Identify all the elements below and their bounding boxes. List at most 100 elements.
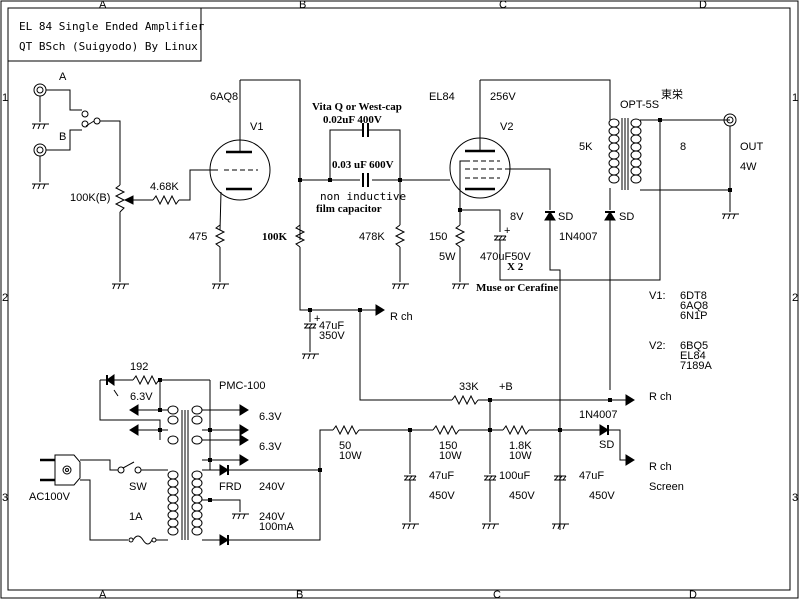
col-label-d-top: D: [699, 0, 707, 11]
volume-pot-label: 100K(B): [70, 192, 110, 204]
v1-cathode-resistor-label: 475: [189, 231, 207, 243]
led-resistor: [132, 374, 160, 386]
title-block: [7, 7, 202, 62]
ground-icon: [112, 283, 129, 290]
arrow-icon: [129, 404, 139, 416]
ground-icon: [402, 523, 419, 530]
coupling-cap-1-note: Vita Q or West-cap: [312, 101, 402, 113]
coupling-cap-1: [362, 123, 369, 137]
b-plus-rch-label: R ch: [649, 391, 672, 403]
ground-icon: [302, 353, 319, 360]
pilot-led: [106, 374, 119, 397]
filter-cap-2: [484, 430, 497, 522]
v1-plate-resistor: [294, 224, 306, 248]
decoupling-cap-label: 47uF: [319, 320, 344, 332]
fuse-label: 1A: [129, 511, 143, 523]
cathode-cap-qty: X 2: [507, 261, 524, 273]
cathode-cap: +: [494, 225, 510, 241]
heater-2-label: 6.3V: [259, 441, 282, 453]
filter-r1-power: 10W: [339, 450, 362, 462]
svg-text:+: +: [504, 225, 510, 237]
filter-resistor-1: [332, 424, 360, 436]
opt-model-label: OPT-5S: [620, 99, 659, 111]
v1-subs-label: V1:: [649, 290, 666, 302]
v2-sub-2: EL84: [680, 350, 706, 362]
grid-leak-resistor: [394, 224, 406, 248]
arrow-icon: [239, 454, 249, 466]
col-label-c-top: C: [499, 0, 507, 11]
jack-b-label: B: [59, 131, 66, 143]
filter-r2-power: 10W: [439, 450, 462, 462]
screen-diode-part: 1N4007: [559, 231, 598, 243]
fuse: [128, 535, 157, 545]
v2-sub-1: 6BQ5: [680, 340, 708, 352]
output-transformer: [608, 118, 642, 190]
ac-plug-label: AC100V: [29, 491, 71, 503]
grid-resistor-label: 4.68K: [150, 181, 179, 193]
v2-cathode-resistor: [454, 224, 466, 248]
screen-rch-label: R ch: [649, 461, 672, 473]
rectifier-diode-2: [219, 534, 229, 546]
cathode-cap-note: Muse or Cerafine: [476, 282, 558, 294]
b-plus-resistor: [451, 394, 479, 406]
power-switch[interactable]: [117, 461, 142, 474]
power-transformer: [167, 405, 203, 540]
b-plus-resistor-label: 33K: [459, 381, 479, 393]
coupling-cap-2: [360, 173, 372, 187]
coupling-cap-2-value: 0.03 uF 600V: [332, 159, 394, 171]
filter-c3-voltage: 450V: [589, 490, 615, 502]
plate-voltage-label: 256V: [490, 91, 516, 103]
jack-a-label: A: [59, 71, 67, 83]
rectifier-diode-1: [219, 464, 229, 476]
screen-label: Screen: [649, 481, 684, 493]
secondary-impedance-label: 8: [680, 141, 686, 153]
rectifier-label: FRD: [219, 481, 242, 493]
input-jack-a: [33, 83, 47, 122]
col-label-a-top: A: [99, 0, 107, 11]
filter-resistor-3: [502, 424, 530, 436]
arrow-icon: [375, 304, 385, 316]
volume-pot: [114, 184, 134, 282]
led-resistor-label: 192: [130, 361, 148, 373]
v1-tube: [209, 80, 271, 201]
ground-icon: [722, 213, 739, 220]
led-voltage-label: 6.3V: [130, 391, 153, 403]
v1-sub-2: 6AQ8: [680, 300, 708, 312]
hv-2-current: 100mA: [259, 521, 295, 533]
power-transformer-label: PMC-100: [219, 380, 265, 392]
output-jack[interactable]: [723, 113, 737, 127]
filter-r3-label: 1.8K: [509, 440, 532, 452]
title-line-1: EL 84 Single Ended Amplifier: [19, 20, 205, 33]
v1-ref-label: V1: [250, 121, 263, 133]
grid-resistor: [152, 194, 180, 206]
arrow-icon: [239, 424, 249, 436]
screen-diode: [544, 211, 556, 221]
filter-c1-voltage: 450V: [429, 490, 455, 502]
decoupling-rch-label: R ch: [390, 311, 413, 323]
cathode-cap-label: 470uF50V: [480, 251, 531, 263]
screen-supply-diode-label: SD: [599, 439, 614, 451]
v2-sub-3: 7189A: [680, 360, 712, 372]
ground-icon: [232, 513, 249, 520]
col-label-b-top: B: [299, 0, 306, 11]
col-label-b-bottom: B: [296, 589, 303, 600]
ground-icon: [552, 523, 569, 530]
ground-icon: [482, 523, 499, 530]
row-label-1-left: 1: [2, 92, 8, 104]
cathode-voltage-label: 8V: [510, 211, 524, 223]
v2-cathode-resistor-label: 150: [429, 231, 447, 243]
row-labels: 1 2 3 1 2 3: [2, 92, 798, 504]
ground-icon: [212, 283, 229, 290]
ground-icon: [392, 283, 409, 290]
output-label: OUT: [740, 141, 764, 153]
ac-plug[interactable]: [40, 454, 81, 486]
row-label-2-left: 2: [2, 292, 8, 304]
filter-c2-label: 100uF: [499, 470, 530, 482]
arrow-icon: [625, 454, 635, 466]
arrow-icon: [239, 404, 249, 416]
col-label-d-bottom: D: [689, 589, 697, 600]
cap-note-line-2: film capacitor: [316, 203, 382, 215]
col-label-c-bottom: C: [493, 589, 501, 600]
primary-impedance-label: 5K: [579, 141, 593, 153]
svg-text:+: +: [314, 313, 320, 325]
